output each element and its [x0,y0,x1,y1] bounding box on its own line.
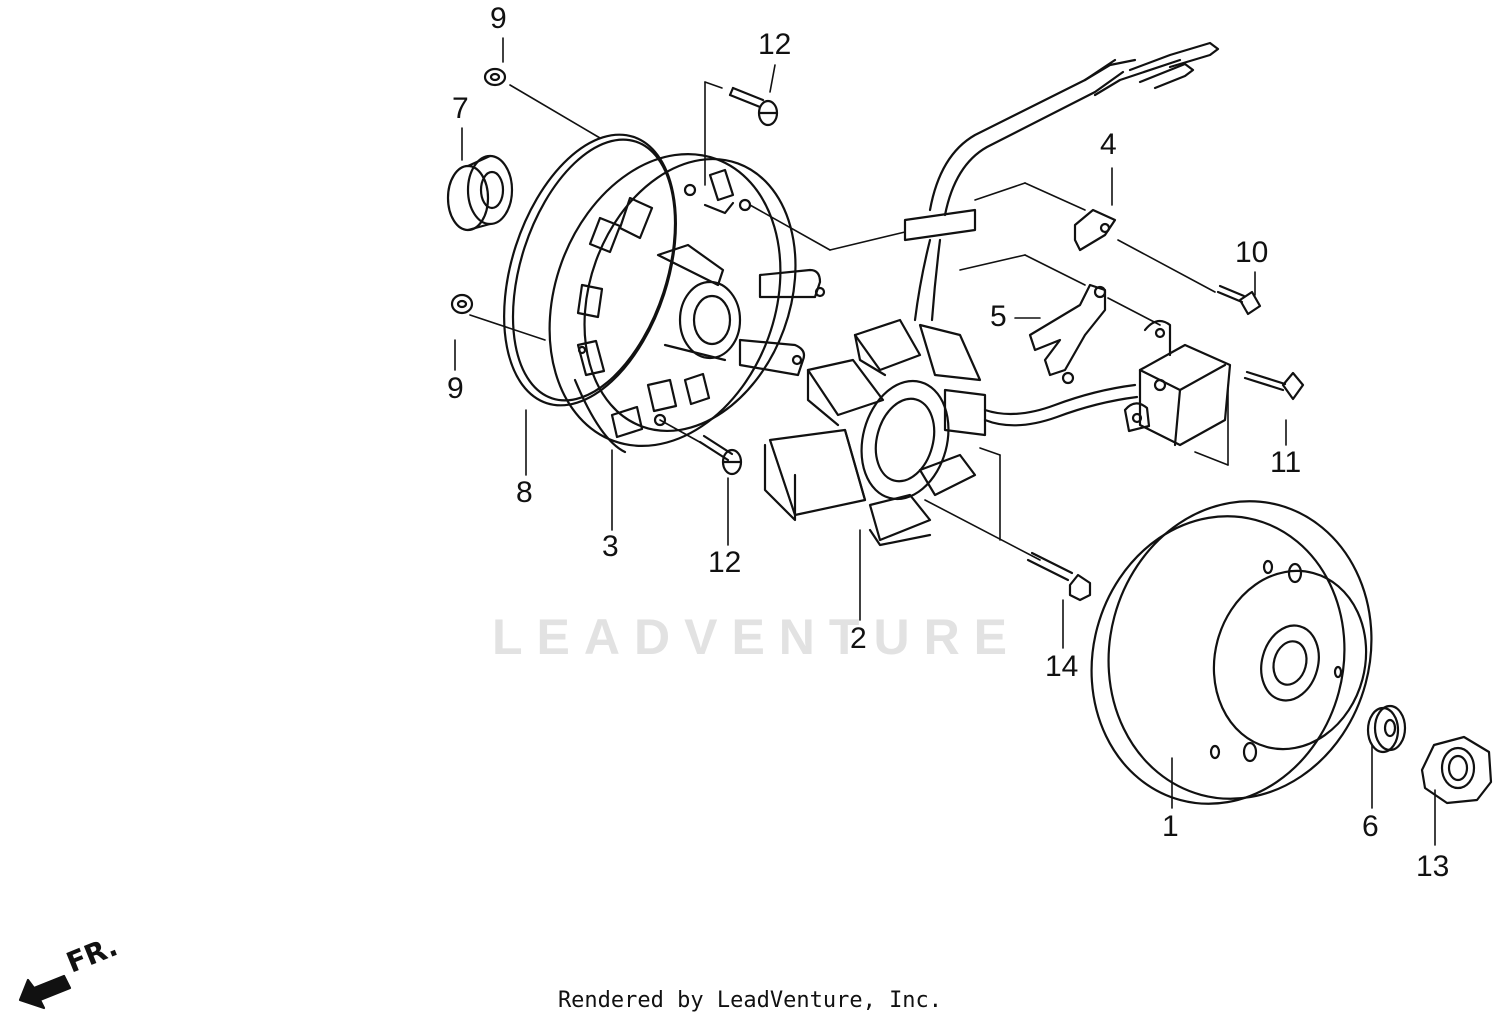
leader-lines [454,37,1436,846]
bolt-10 [1216,284,1262,316]
wire-harness [903,41,1220,427]
callout-3: 3 [602,530,619,563]
callout-13: 13 [1416,850,1450,883]
bracket-5 [1028,283,1107,385]
washer-9-bottom [450,293,474,315]
oil-seal-7 [446,154,514,232]
crankcase-cover-3 [548,153,826,454]
callout-10: 10 [1235,236,1269,269]
pulse-generator [1123,319,1232,447]
callout-7: 7 [452,92,469,125]
callout-14: 14 [1045,650,1079,683]
callout-4: 4 [1100,128,1117,161]
callout-8: 8 [516,476,533,509]
bolt-12-top [728,86,779,127]
callout-9-top: 9 [490,2,507,35]
bolt-14 [1026,551,1092,602]
callout-12-bottom: 12 [708,546,742,579]
washer-9-top [483,67,507,87]
callout-6: 6 [1362,810,1379,843]
bolt-12-bottom [698,434,743,476]
callout-9-bottom: 9 [447,372,464,405]
clamp-4 [1073,208,1117,252]
o-ring-8 [503,133,677,407]
stator-2 [763,318,987,547]
bolt-11 [1243,370,1305,401]
footer-credit: Rendered by LeadVenture, Inc. [557,988,943,1013]
callout-5: 5 [990,300,1007,333]
callout-2: 2 [850,622,867,655]
nut-13 [1420,735,1493,805]
callout-12-top: 12 [758,28,792,61]
flywheel-1 [1090,500,1373,805]
watermark-text: LEADVENTURE [492,609,1022,665]
callout-1: 1 [1162,810,1179,843]
washer-6 [1366,704,1407,754]
callout-11: 11 [1270,446,1302,479]
front-direction-arrow [18,974,72,1010]
